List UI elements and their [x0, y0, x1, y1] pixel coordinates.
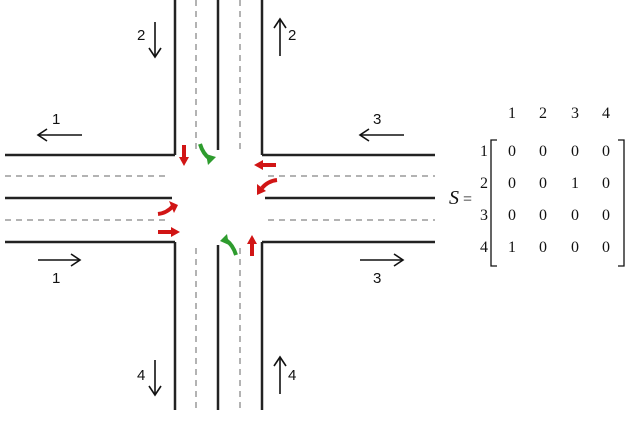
road-edges [5, 0, 435, 410]
matrix-left-bracket [490, 139, 497, 267]
arrow-right-icon [38, 253, 82, 267]
red-arrow-down-icon [179, 145, 189, 166]
matrix-cell: 0 [539, 239, 547, 256]
matrix-cell: 0 [602, 239, 610, 256]
arrow-left-icon [358, 128, 404, 142]
red-curved-arrow-icon [157, 201, 178, 216]
matrix-column-header: 3 [571, 105, 579, 122]
matrix-column-header: 2 [539, 105, 547, 122]
red-curved-arrow-icon [257, 178, 278, 195]
arrow-down-icon [148, 22, 162, 59]
matrix-column-header: 1 [508, 105, 516, 122]
flow-label-south-in: 4 [288, 367, 296, 384]
matrix-cell: 0 [539, 207, 547, 224]
matrix-row-header: 3 [480, 207, 488, 224]
arrow-right-icon [360, 253, 405, 267]
flow-label-south-out: 4 [137, 367, 145, 384]
flow-label-east-in: 3 [373, 270, 381, 287]
flow-label-east-out: 3 [373, 111, 381, 128]
red-arrow-up-icon [247, 235, 257, 256]
matrix-cell: 0 [602, 207, 610, 224]
matrix-column-header: 4 [602, 105, 610, 122]
matrix-cell: 0 [539, 143, 547, 160]
matrix-cell: 0 [508, 207, 516, 224]
flow-label-north-in: 2 [137, 27, 145, 44]
red-arrow-left-icon [254, 160, 276, 170]
arrow-left-icon [36, 128, 82, 142]
flow-label-west-out: 1 [52, 111, 60, 128]
movement-arrows [157, 143, 278, 256]
matrix-cell: 0 [571, 207, 579, 224]
matrix-cell: 0 [539, 175, 547, 192]
matrix-symbol: S [449, 187, 459, 209]
flow-label-north-out: 2 [288, 27, 296, 44]
red-arrow-right-icon [158, 227, 180, 237]
matrix-row-header: 4 [480, 239, 488, 256]
arrow-down-icon [148, 360, 162, 397]
flow-arrows [36, 17, 405, 397]
matrix-cells: 0 0 0 0 0 0 1 0 0 0 0 0 1 0 0 0 [508, 143, 610, 256]
matrix-equals: = [463, 191, 472, 208]
flow-label-west-in: 1 [52, 270, 60, 287]
matrix-cell: 1 [571, 175, 579, 192]
conflict-matrix: S = 1 2 3 4 1 2 3 4 0 0 0 0 0 0 1 0 0 0 0 0 1 0 0 0 [449, 105, 625, 267]
arrow-up-icon [273, 355, 287, 394]
matrix-cell: 0 [571, 143, 579, 160]
matrix-cell: 0 [571, 239, 579, 256]
matrix-column-headers: 1 2 3 4 [508, 105, 610, 122]
matrix-row-header: 1 [480, 143, 488, 160]
matrix-cell: 0 [508, 143, 516, 160]
matrix-right-bracket [618, 139, 625, 267]
matrix-cell: 0 [602, 175, 610, 192]
matrix-row-headers: 1 2 3 4 [480, 143, 488, 256]
green-curved-arrow-icon [198, 143, 216, 165]
matrix-cell: 0 [602, 143, 610, 160]
arrow-up-icon [273, 17, 287, 56]
lane-dividers [5, 0, 435, 410]
matrix-row-header: 2 [480, 175, 488, 192]
matrix-cell: 0 [508, 175, 516, 192]
matrix-cell: 1 [508, 239, 516, 256]
green-curved-arrow-icon [220, 234, 238, 256]
flow-labels: 2 2 1 1 3 3 4 4 [52, 27, 381, 384]
